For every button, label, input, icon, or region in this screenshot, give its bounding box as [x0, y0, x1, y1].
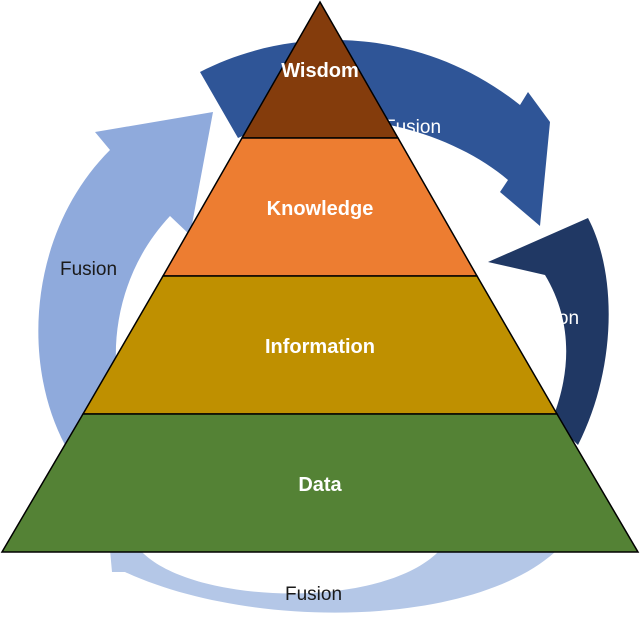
- tier-label-information: Information: [265, 336, 375, 358]
- fusion-label-bottom: Fusion: [285, 584, 342, 605]
- tier-label-wisdom: Wisdom: [281, 60, 359, 82]
- pyramid-labels: Wisdom Knowledge Information Data: [265, 60, 375, 496]
- fusion-arrow-right: [488, 218, 609, 445]
- tier-label-knowledge: Knowledge: [267, 198, 374, 220]
- fusion-arrow-left: [38, 112, 214, 445]
- pyramid-tier-data: [0, 413, 640, 553]
- fusion-arrow-bottom: [110, 550, 555, 613]
- tier-label-data: Data: [298, 474, 342, 496]
- dikw-pyramid: [0, 0, 640, 553]
- fusion-label-top-right: Fusion: [384, 117, 441, 138]
- fusion-label-left: Fusion: [60, 259, 117, 280]
- fusion-label-right: Fusion: [522, 308, 579, 329]
